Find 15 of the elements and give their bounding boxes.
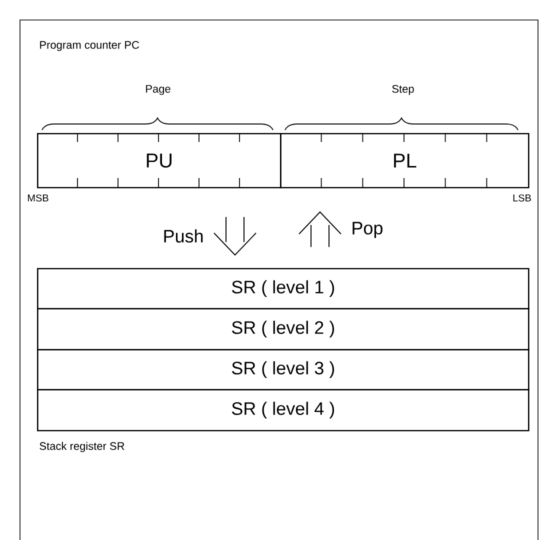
hollow-arrow: [298, 211, 342, 248]
stack-level-box: SR ( level 2 ): [37, 308, 530, 350]
edge-label: Pop: [352, 222, 382, 238]
register-segment: PL: [280, 132, 530, 188]
text-label: Page: [146, 85, 170, 95]
stack-level-box: SR ( level 3 ): [37, 349, 530, 390]
register-segment: PU: [37, 132, 282, 188]
text-label: Stack register SR: [40, 442, 124, 452]
stack-level-box: SR ( level 1 ): [37, 268, 530, 310]
stack-level-box: SR ( level 4 ): [37, 389, 530, 432]
text-label: Program counter PC: [40, 41, 140, 51]
edge-label: Push: [164, 229, 203, 243]
text-label: MSB: [28, 194, 48, 202]
hollow-arrow: [214, 216, 256, 256]
text-label: Step: [392, 85, 414, 95]
